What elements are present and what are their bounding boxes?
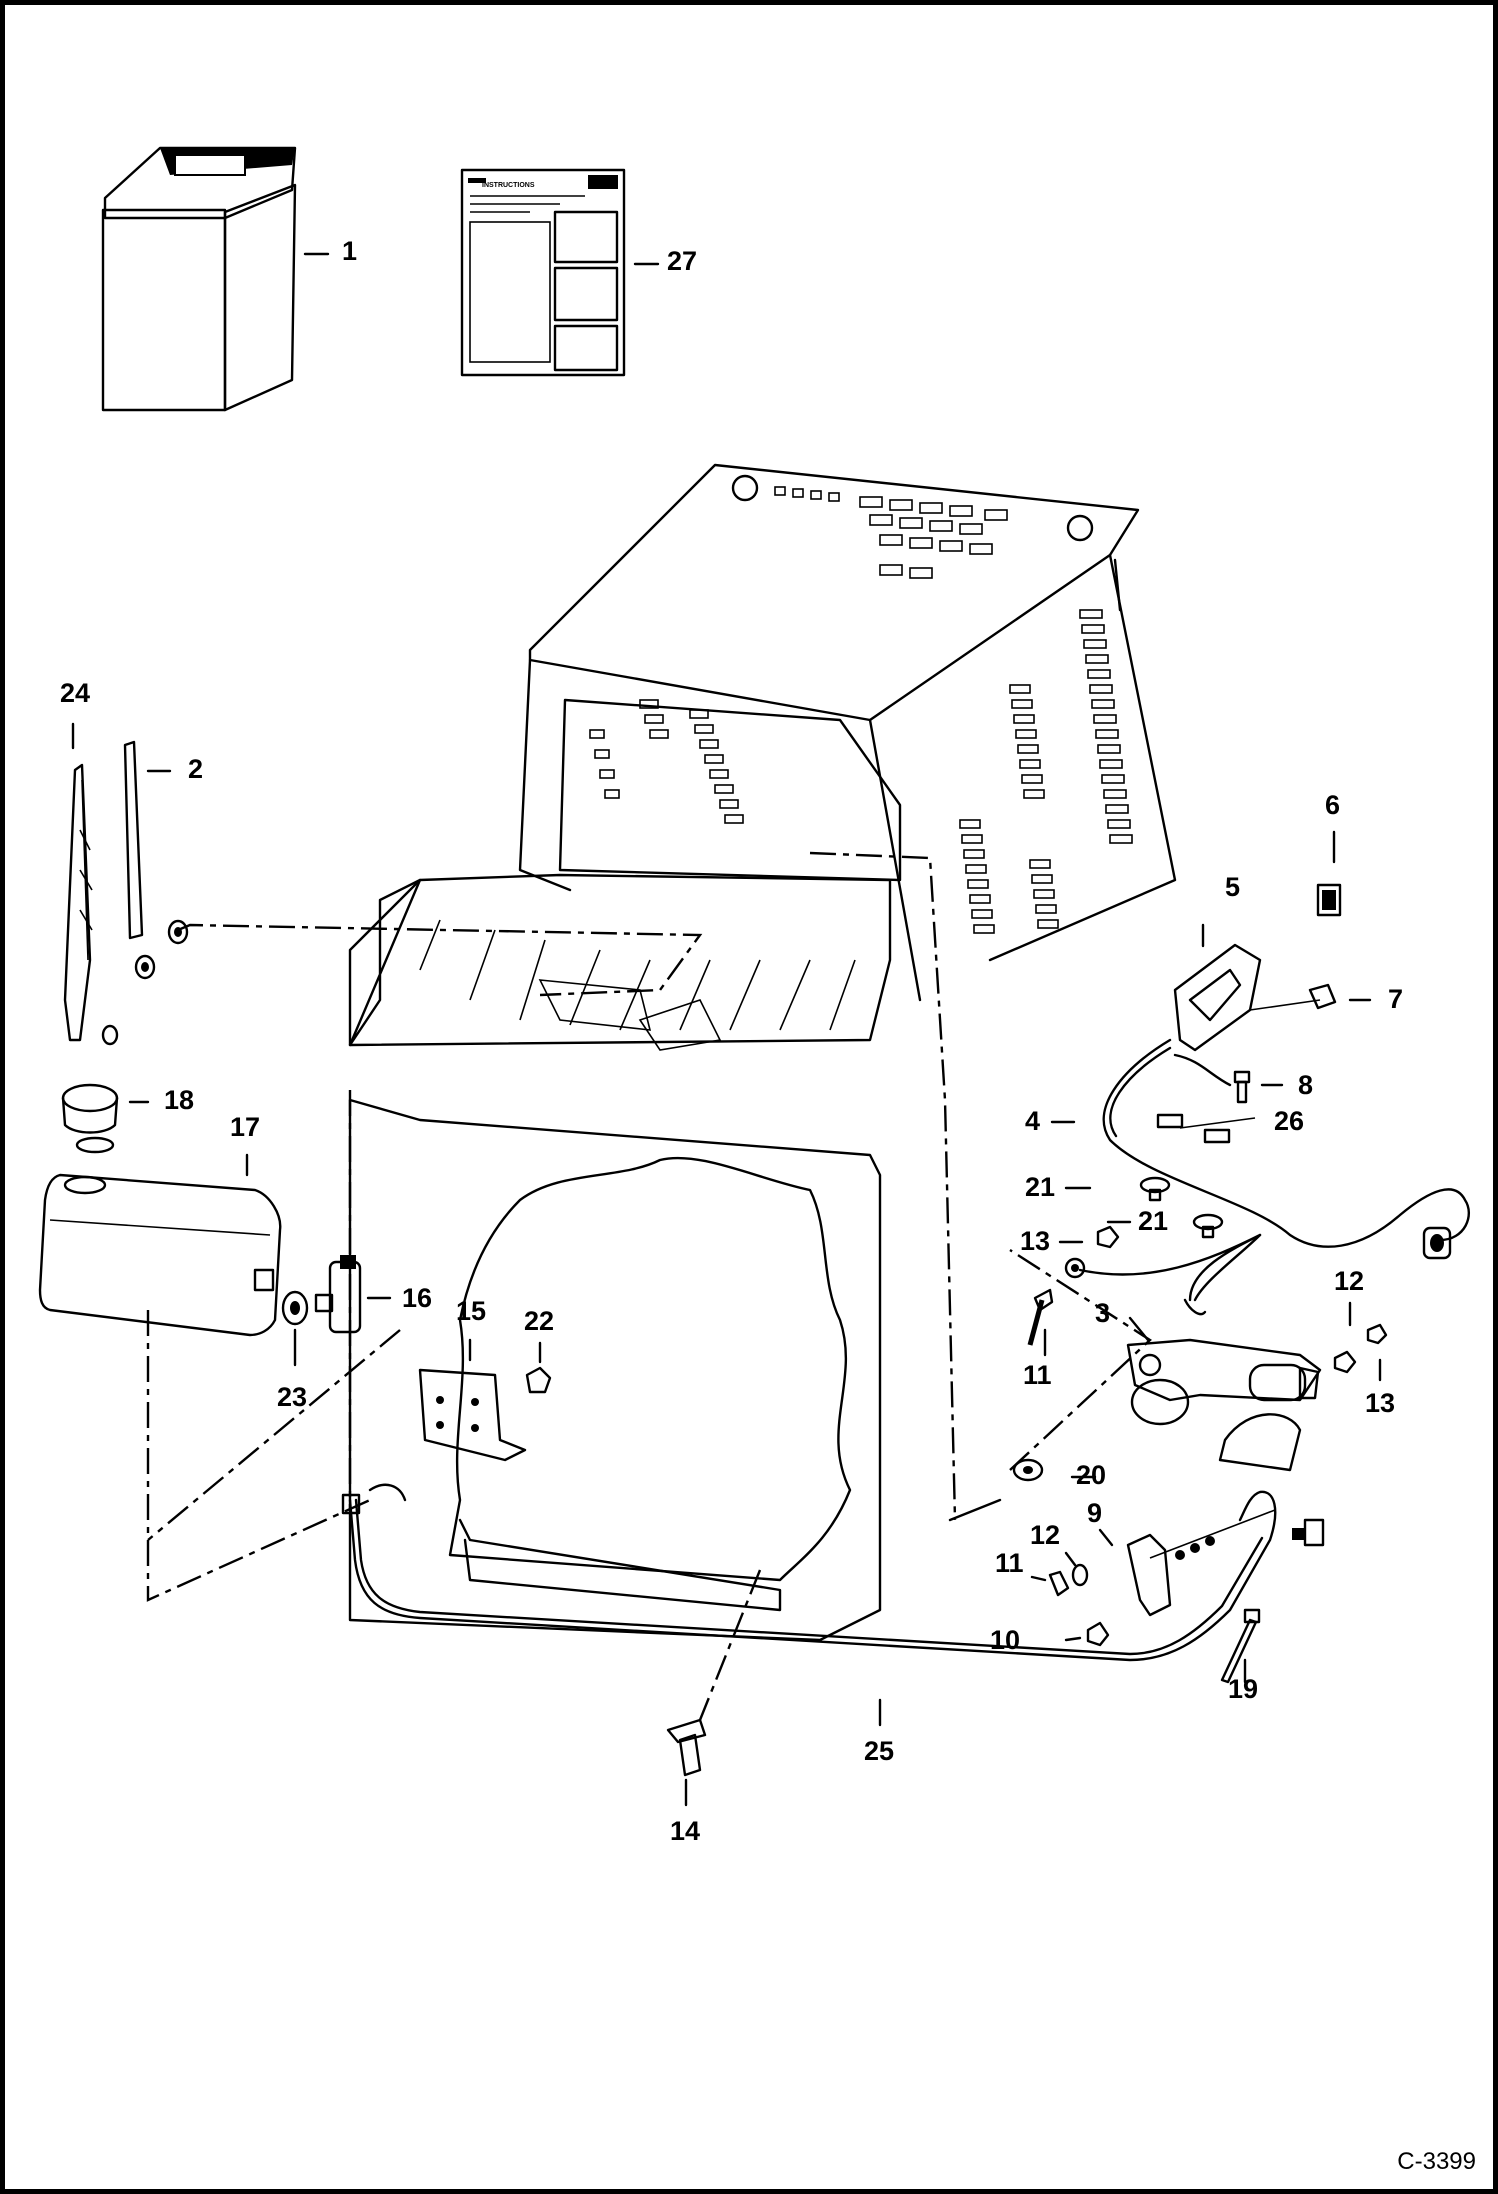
callout-18: 18 bbox=[164, 1085, 195, 1115]
reservoir-cap-icon bbox=[61, 1083, 119, 1154]
callout-23: 23 bbox=[277, 1382, 308, 1412]
callout-21-upper: 21 bbox=[1025, 1172, 1056, 1202]
callout-2: 2 bbox=[188, 754, 204, 784]
callout-13-left: 13 bbox=[1020, 1226, 1051, 1256]
callout-26: 26 bbox=[1274, 1106, 1305, 1136]
switch-bracket-icon bbox=[1173, 943, 1321, 1052]
callout-21-lower: 21 bbox=[1138, 1206, 1169, 1236]
loader-frame-outline bbox=[348, 851, 1002, 1642]
callout-15: 15 bbox=[456, 1296, 487, 1326]
callout-3: 3 bbox=[1095, 1298, 1111, 1328]
nut-icon bbox=[525, 1366, 552, 1394]
instruction-sheet-heading: INSTRUCTIONS bbox=[482, 182, 535, 189]
switch-icon bbox=[1316, 883, 1342, 917]
screw-11b-icon bbox=[1048, 1570, 1070, 1597]
nut-10-icon bbox=[1086, 1621, 1110, 1647]
callout-5: 5 bbox=[1225, 872, 1241, 902]
drawing-number: C-3399 bbox=[1397, 2148, 1476, 2175]
nut-13a-icon bbox=[1096, 1225, 1120, 1249]
ring-terminal-icon bbox=[1064, 1257, 1086, 1279]
motor-bracket-icon bbox=[1126, 1509, 1325, 1617]
callout-14: 14 bbox=[670, 1816, 701, 1846]
cab-phantom-outline bbox=[518, 463, 1177, 1002]
clip-21a-icon bbox=[1139, 1176, 1171, 1202]
wire-harness-icon bbox=[1078, 1038, 1470, 1316]
washer-pump-icon bbox=[314, 1255, 362, 1334]
mounting-bracket-icon bbox=[418, 1368, 527, 1462]
callout-10: 10 bbox=[990, 1625, 1021, 1655]
screw-11a-icon bbox=[1027, 1288, 1054, 1346]
callout-25: 25 bbox=[864, 1736, 895, 1766]
label-icon bbox=[1156, 1113, 1256, 1144]
callout-8: 8 bbox=[1298, 1070, 1314, 1100]
washer-reservoir-icon bbox=[38, 1173, 282, 1337]
callout-12-right: 12 bbox=[1334, 1266, 1365, 1296]
clip-icon bbox=[1308, 983, 1337, 1010]
callout-1: 1 bbox=[342, 236, 358, 266]
nut-12a-icon bbox=[1333, 1350, 1357, 1374]
callout-16: 16 bbox=[402, 1283, 433, 1313]
nut-13b-icon bbox=[1366, 1323, 1388, 1345]
callout-4: 4 bbox=[1025, 1106, 1041, 1136]
callout-20: 20 bbox=[1076, 1460, 1107, 1490]
callout-17: 17 bbox=[230, 1112, 261, 1142]
callout-12-lower: 12 bbox=[1030, 1520, 1061, 1550]
callout-22: 22 bbox=[524, 1306, 555, 1336]
callout-24: 24 bbox=[60, 678, 91, 708]
instruction-sheet-icon bbox=[460, 168, 626, 377]
screw-icon bbox=[1233, 1070, 1251, 1104]
grommet-icon bbox=[281, 1290, 309, 1326]
callout-9: 9 bbox=[1087, 1498, 1103, 1528]
callout-6: 6 bbox=[1325, 790, 1341, 820]
callout-19: 19 bbox=[1228, 1674, 1259, 1704]
callout-11-lower: 11 bbox=[995, 1548, 1024, 1578]
cable-tie-icon bbox=[1220, 1608, 1261, 1684]
callout-27: 27 bbox=[667, 246, 698, 276]
callout-7: 7 bbox=[1388, 984, 1404, 1014]
washer-20-icon bbox=[1012, 1458, 1044, 1482]
wiper-arm-icon bbox=[63, 763, 189, 1046]
callout-13-right: 13 bbox=[1365, 1388, 1396, 1418]
callout-11-upper: 11 bbox=[1023, 1360, 1052, 1390]
clip-21b-icon bbox=[1192, 1213, 1224, 1239]
kit-box-icon bbox=[101, 146, 297, 412]
callout-leaders bbox=[71, 252, 1382, 1807]
wiper-motor-icon bbox=[1126, 1338, 1322, 1472]
bolt-icon bbox=[666, 1718, 707, 1777]
washer-12b-icon bbox=[1071, 1563, 1089, 1587]
wiper-blade-icon bbox=[123, 740, 144, 940]
washer-hose-icon bbox=[341, 1483, 1277, 1662]
